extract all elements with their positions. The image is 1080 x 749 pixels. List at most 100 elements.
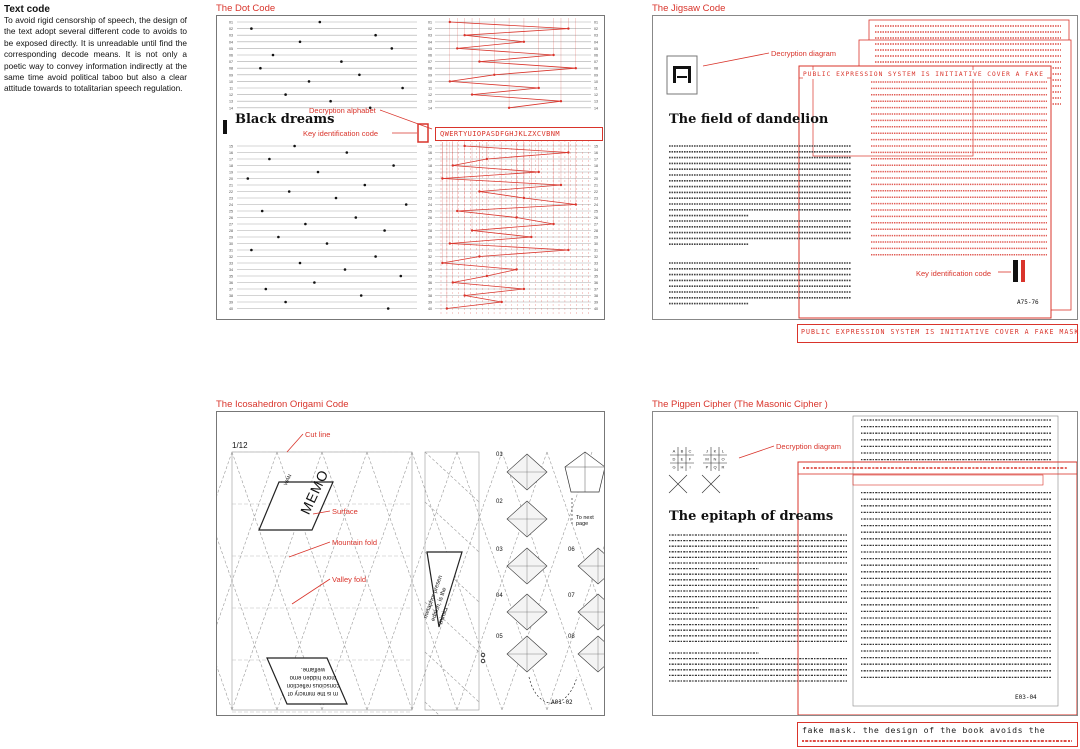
dot-row-number: 34 <box>229 268 233 272</box>
callout-decryption-alphabet: Decryption alphabet <box>309 106 376 115</box>
dot-decode-point <box>493 73 496 76</box>
dot-row-number-right: 21 <box>428 184 432 188</box>
dot-row-number-far: 14 <box>594 106 598 110</box>
dot-decode-point <box>485 274 489 278</box>
pigpen-plain-strip-frame: fake mask. the design of the book avoids… <box>797 722 1078 747</box>
dot-row-number-right: 19 <box>428 171 432 175</box>
scissors-icon <box>480 652 486 658</box>
dot-marker <box>260 209 264 213</box>
origami-fold-line <box>217 451 233 496</box>
dot-row-number: 18 <box>229 164 233 168</box>
pigpen-letter: F <box>689 457 692 462</box>
jigsaw-heading: The field of dandelion <box>669 112 829 127</box>
dot-row-number-far: 22 <box>594 190 598 194</box>
origami-step-05: 05 <box>496 634 503 640</box>
intro-title: Text code <box>4 4 50 15</box>
dot-marker <box>293 144 296 148</box>
callout-arrow <box>286 433 304 453</box>
dot-row-number-far: 03 <box>594 34 598 38</box>
dot-row-number-right: 39 <box>428 301 432 305</box>
dot-marker <box>354 216 358 219</box>
pigpen-letter: R <box>722 465 725 470</box>
dot-decode-point <box>470 229 474 232</box>
origami-step-04: 04 <box>496 593 503 599</box>
dot-marker <box>271 53 275 57</box>
dot-row-number: 30 <box>229 242 233 246</box>
jigsaw-diagram-bar <box>673 69 676 83</box>
dot-row-number-far: 15 <box>594 145 598 149</box>
dot-decode-point <box>448 80 452 83</box>
origami-fold-line <box>424 651 480 703</box>
dot-row-number-far: 12 <box>594 93 598 97</box>
dot-row-number-right: 25 <box>428 210 432 214</box>
origami-fold-line <box>424 601 480 653</box>
dot-row-number-far: 13 <box>594 100 598 104</box>
dot-decode-point <box>537 86 540 90</box>
origami-code-panel: 1/12 Cut line Surface Mountain fold Vall… <box>216 411 605 716</box>
callout-mountain-fold: Mountain fold <box>332 538 378 547</box>
dot-row-number-far: 37 <box>594 288 598 292</box>
jigsaw-diagram <box>666 19 1072 319</box>
dot-marker <box>284 93 287 96</box>
dot-decode-point <box>559 183 563 187</box>
dot-row-number-right: 20 <box>428 177 432 181</box>
pigpen-letter: Q <box>713 465 716 470</box>
origami-flow-curve <box>528 676 578 704</box>
dot-marker <box>401 86 404 90</box>
next-page-label: To next page <box>576 515 594 527</box>
dot-row-number-far: 38 <box>594 294 598 298</box>
dot-row-number: 36 <box>229 281 233 285</box>
dot-row-number-far: 01 <box>594 21 598 25</box>
dot-row-number-far: 04 <box>594 40 598 44</box>
dot-row-number-right: 11 <box>428 87 432 91</box>
callout-valley-fold: Valley fold <box>332 575 367 584</box>
dot-marker <box>340 60 343 63</box>
jigsaw-highlight-box <box>812 65 974 157</box>
dot-row-number: 08 <box>229 67 233 71</box>
dot-row-number: 23 <box>229 197 233 201</box>
dot-row-number-far: 32 <box>594 255 598 259</box>
dot-row-number: 29 <box>229 236 233 240</box>
dot-decode-path <box>442 145 576 309</box>
origami-step-07: 07 <box>568 593 575 599</box>
dot-row-number-far: 16 <box>594 151 598 155</box>
dot-row-number-right: 33 <box>428 262 432 266</box>
dot-decode-point <box>567 248 570 252</box>
dot-marker <box>363 183 367 187</box>
dot-decode-point <box>470 93 474 96</box>
origami-fold-line <box>217 451 278 625</box>
dot-row-number-right: 28 <box>428 229 432 233</box>
dot-row-number: 13 <box>229 100 233 104</box>
dot-row-number-right: 38 <box>428 294 432 298</box>
callout-pigpen-decryption-diagram: Decryption diagram <box>776 442 842 451</box>
pigpen-x-line <box>701 474 721 494</box>
pigpen-highlight-box <box>852 474 1044 486</box>
dot-marker <box>250 248 253 252</box>
dot-decode-point <box>448 242 452 245</box>
dot-marker <box>259 66 262 70</box>
intro-body: To avoid rigid censorship of speech, the… <box>4 15 187 94</box>
pigpen-banner-box <box>797 461 1077 475</box>
pigpen-letter: E <box>681 457 684 462</box>
dot-row-number-right: 22 <box>428 190 432 194</box>
dot-row-number-right: 30 <box>428 242 432 246</box>
dot-row-number-right: 40 <box>428 307 432 311</box>
dot-row-number-right: 02 <box>428 27 432 31</box>
dot-marker <box>313 281 316 284</box>
dot-row-number: 11 <box>229 87 233 91</box>
jigsaw-page-number: A75-76 <box>1017 299 1039 306</box>
dot-row-number-right: 29 <box>428 236 432 240</box>
dot-marker <box>329 99 332 103</box>
dot-row-number: 06 <box>229 54 233 58</box>
dot-marker <box>318 20 322 24</box>
dot-row-number-far: 31 <box>594 249 598 253</box>
dot-row-number-far: 39 <box>594 301 598 305</box>
dot-row-number-right: 10 <box>428 80 432 84</box>
pigpen-letter: O <box>721 457 724 462</box>
dot-row-number: 33 <box>229 262 233 266</box>
origami-step-06: 06 <box>568 547 575 553</box>
surface-rhombus-bottom <box>266 657 348 705</box>
origami-fold-line <box>217 666 233 711</box>
dot-row-number: 14 <box>229 106 233 110</box>
